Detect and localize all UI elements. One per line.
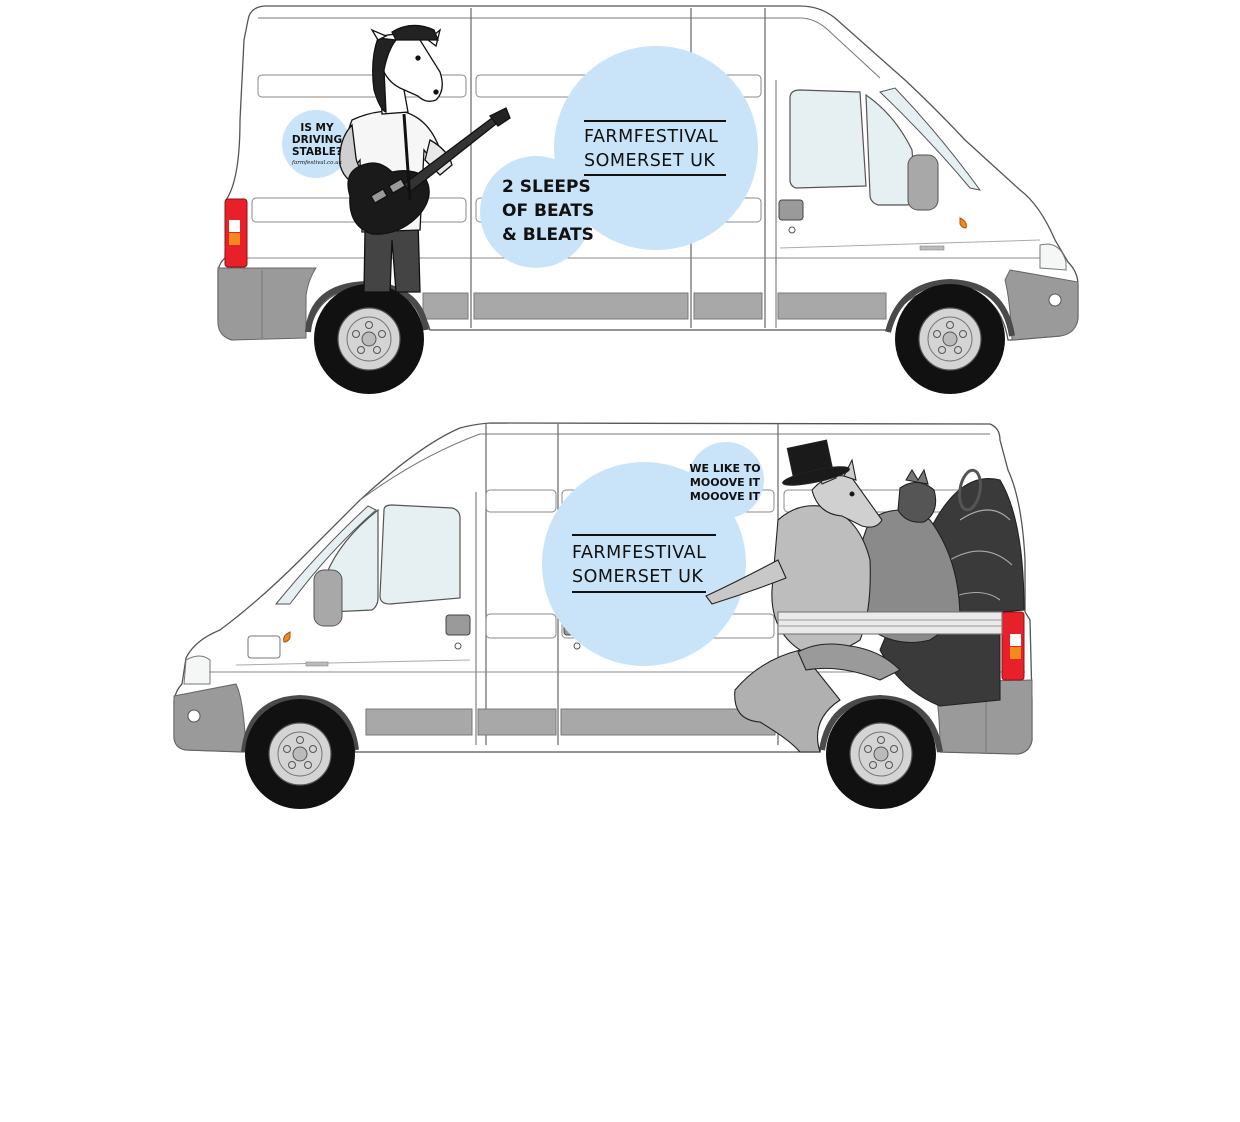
top-logo-line2: SOMERSET UK — [584, 151, 715, 171]
van-top-front-bumper — [1004, 269, 1079, 341]
top-bubble-large — [554, 46, 758, 250]
top-bubble-mid-line3: & BLEATS — [502, 225, 594, 245]
top-logo-line1: FARMFESTIVAL — [584, 127, 718, 147]
van-bottom-front-wheel — [245, 699, 355, 809]
top-bubble-mid — [480, 156, 592, 268]
bottom-bubble-small — [688, 442, 764, 518]
van-top-front-wheel — [895, 284, 1005, 394]
bottom-logo: FARMFESTIVAL SOMERSET UK — [572, 534, 716, 593]
van-bottom-rear-wheel — [826, 699, 936, 809]
van-top-rear-wheel — [314, 284, 424, 394]
bottom-bubble-large — [542, 462, 746, 666]
fox-rooster-illustration — [705, 439, 1025, 753]
top-bubble-mid-line2: OF BEATS — [502, 201, 594, 221]
van-top-skirt — [422, 292, 887, 320]
bottom-bubble-small-line1: WE LIKE TO — [689, 462, 760, 475]
top-bubble-small-line3: STABLE? — [292, 146, 342, 158]
top-logo: FARMFESTIVAL SOMERSET UK — [584, 120, 726, 176]
horse-guitarist-illustration — [339, 24, 511, 293]
van-bottom-skirt — [365, 708, 776, 736]
bottom-logo-line1: FARMFESTIVAL — [572, 543, 706, 563]
bottom-logo-line2: SOMERSET UK — [572, 567, 703, 587]
van-bottom: WE LIKE TO MOOOVE IT MOOOVE IT FARMFESTI… — [173, 422, 1033, 809]
van-bottom-front-bumper — [173, 683, 247, 753]
top-bubble-small-line2: DRIVING — [292, 134, 342, 146]
van-top-tail-light — [224, 198, 248, 268]
bottom-bubble-small-line3: MOOOVE IT — [690, 490, 761, 503]
van-top-rear-bumper — [217, 267, 317, 341]
van-top: IS MY DRIVING STABLE? farmfestival.co.uk… — [217, 5, 1079, 394]
top-bubble-small — [282, 110, 350, 178]
van-bottom-tail-light — [1001, 611, 1025, 681]
bottom-bubble-small-line2: MOOOVE IT — [690, 476, 761, 489]
top-bubble-mid-line1: 2 SLEEPS — [502, 177, 591, 197]
top-bubble-small-url: farmfestival.co.uk — [291, 160, 343, 166]
top-bubble-small-line1: IS MY — [300, 122, 334, 134]
